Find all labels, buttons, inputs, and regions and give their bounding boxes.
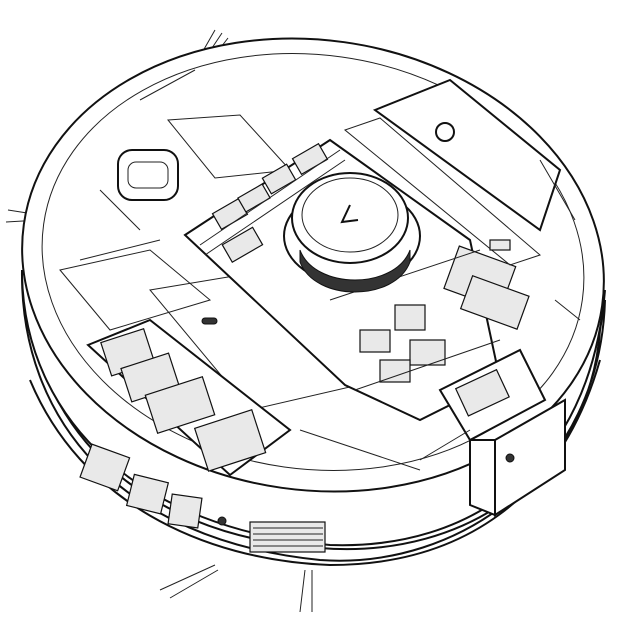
top-cover-inner [41,53,585,471]
triangle-icon [340,204,359,224]
lidar-turret [283,172,421,293]
rear-module [438,348,566,517]
battery-compartment [86,318,292,477]
right-panels [343,78,562,266]
surface-details [79,69,581,471]
front-vents [79,443,326,553]
left-panels [59,114,381,411]
